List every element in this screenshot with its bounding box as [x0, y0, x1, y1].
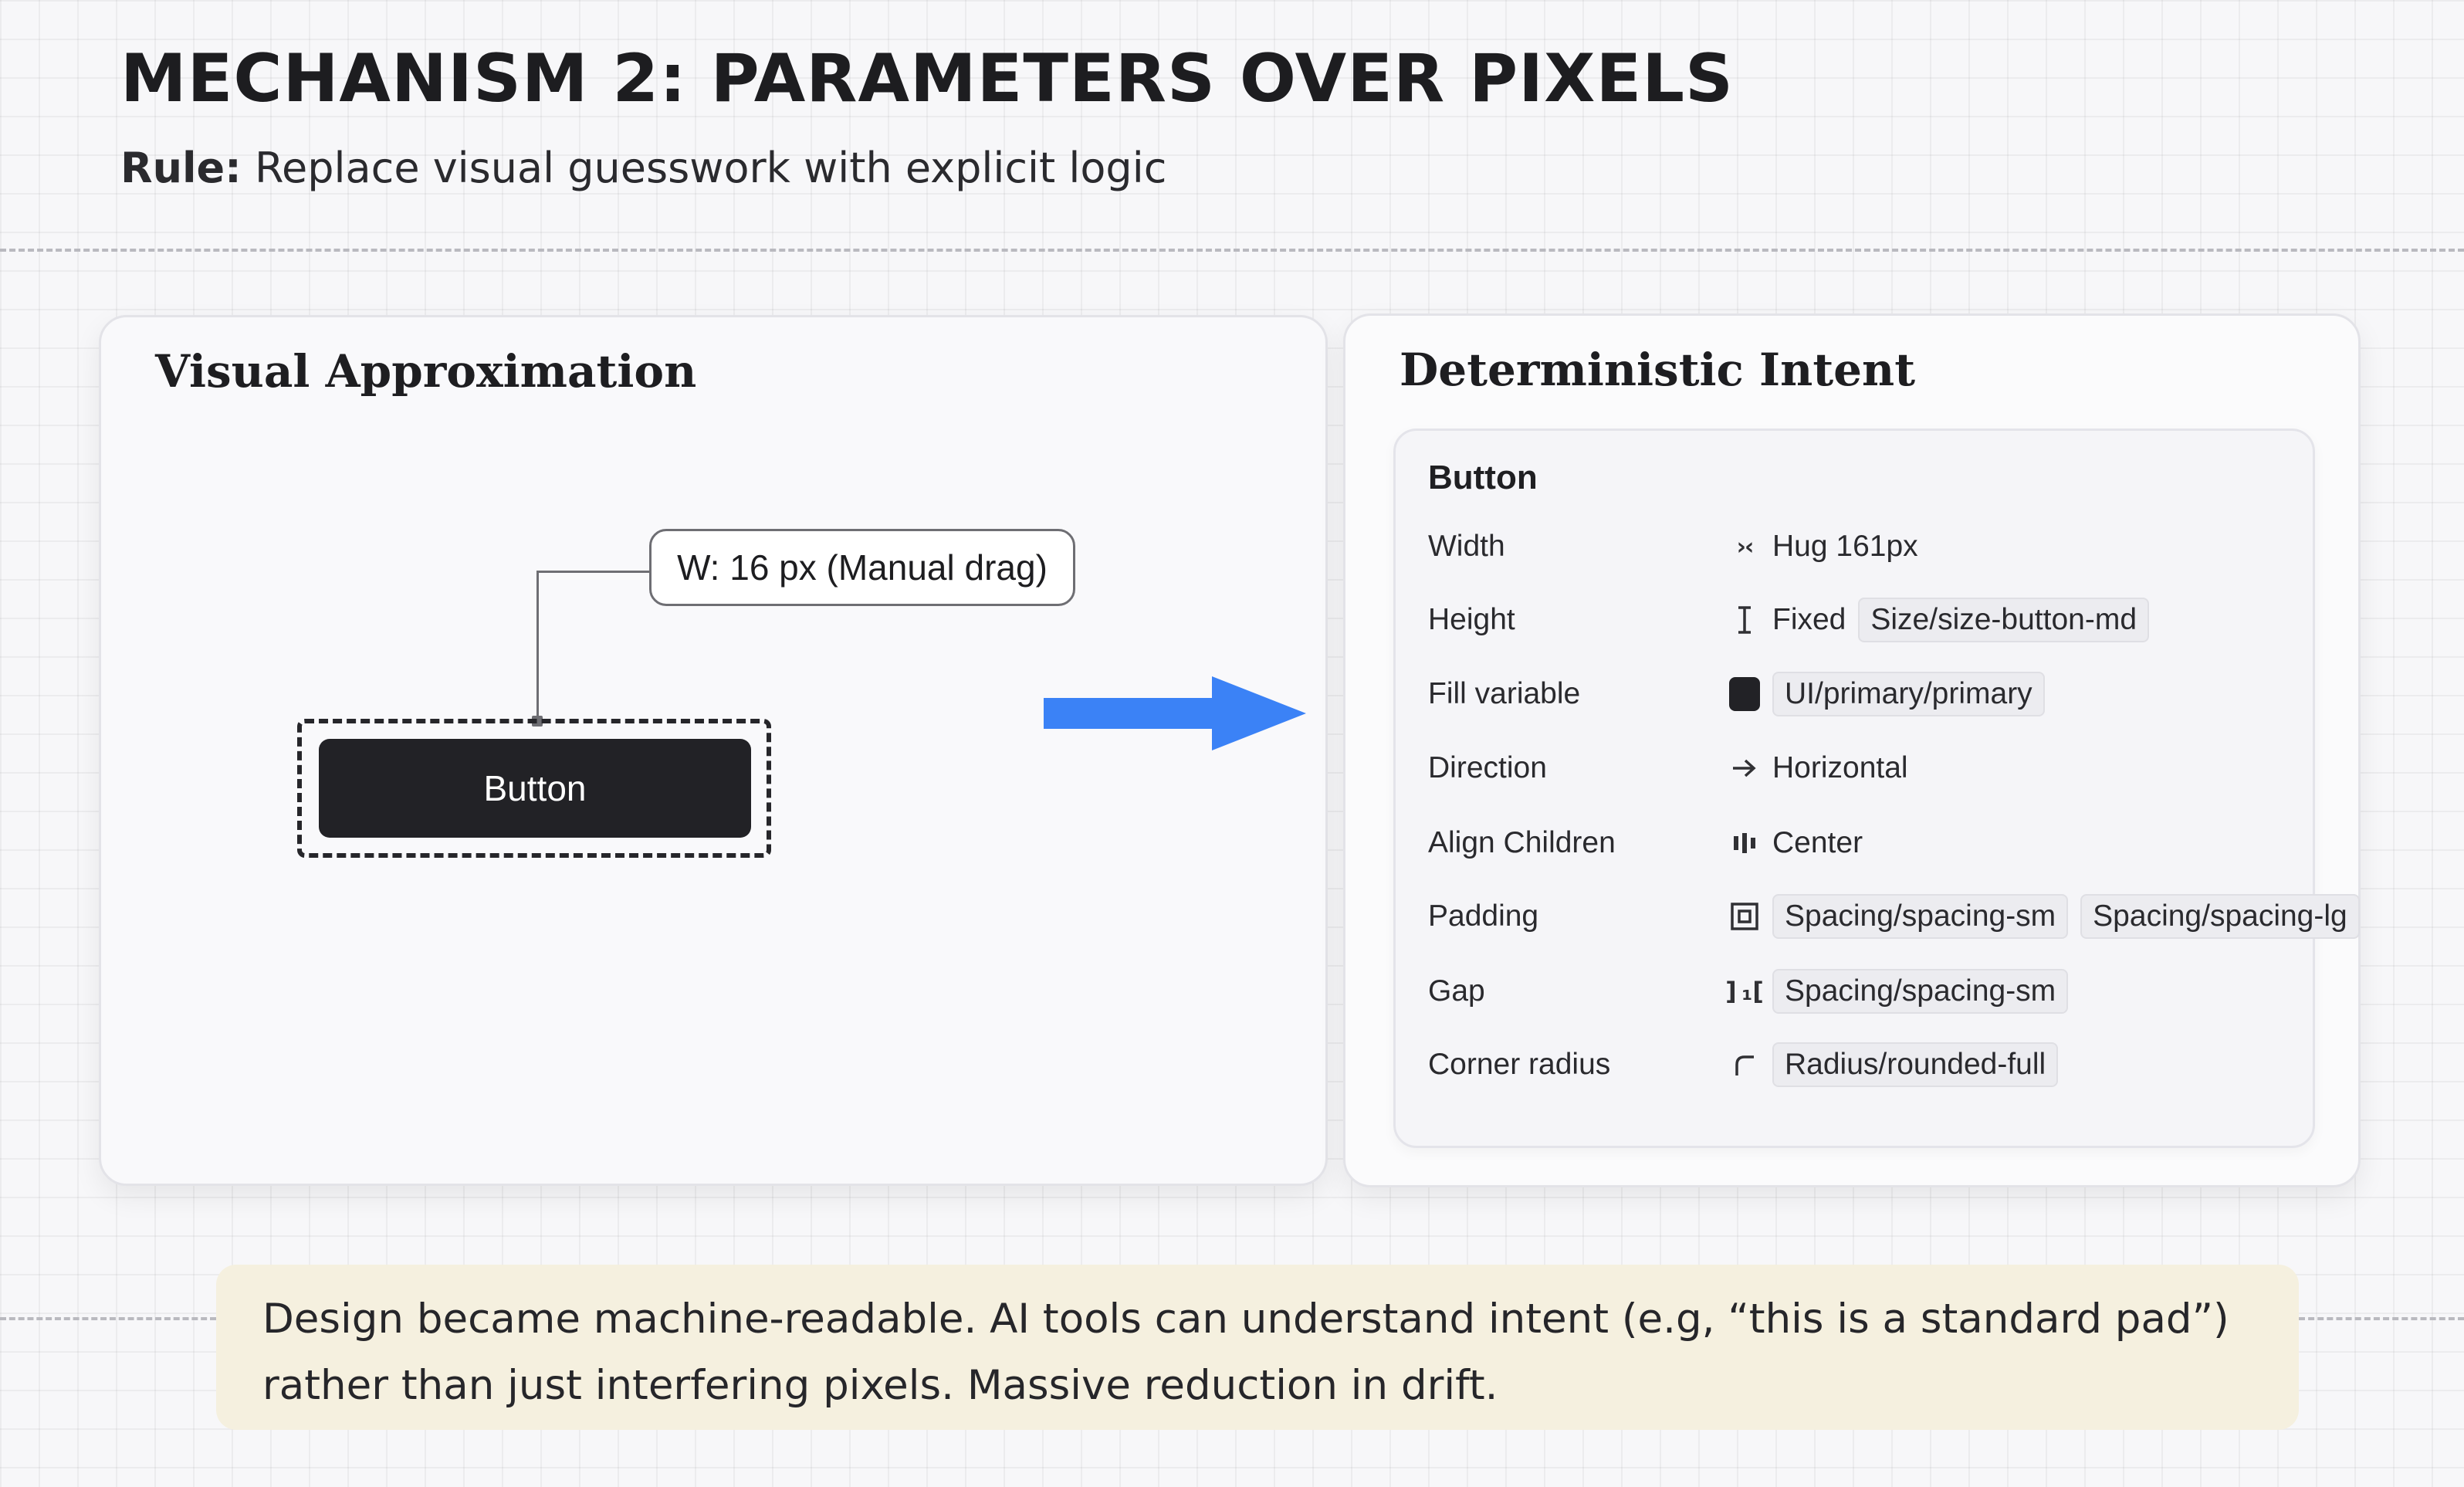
property-value[interactable]: Radius/rounded-full [1729, 1042, 2059, 1088]
property-row-align-children[interactable]: Align Children Center [1428, 820, 2432, 866]
visual-approximation-panel: Visual Approximation W: 16 px (Manual dr… [99, 315, 1328, 1186]
gap-icon: ] ₁[ [1725, 977, 1764, 1006]
property-row-height[interactable]: Height Fixed Size/size-button-md [1428, 597, 2432, 643]
property-value-text: Hug 161px [1772, 530, 1918, 563]
property-value[interactable]: UI/primary/primary [1729, 671, 2045, 717]
variable-token[interactable]: Spacing/spacing-sm [1772, 969, 2069, 1014]
variable-token[interactable]: Spacing/spacing-lg [2080, 894, 2360, 939]
variable-token[interactable]: Size/size-button-md [1858, 598, 2150, 642]
footer-divider-right [2299, 1317, 2464, 1320]
property-label: Height [1428, 603, 1515, 636]
fixed-height-icon [1729, 605, 1760, 635]
panel-title: Visual Approximation [155, 345, 697, 398]
rule-line: Rule: Replace visual guesswork with expl… [120, 144, 1166, 192]
callout-connector [536, 571, 652, 724]
property-row-gap[interactable]: Gap ] ₁[ Spacing/spacing-sm [1428, 968, 2432, 1014]
variable-token[interactable]: UI/primary/primary [1772, 672, 2045, 716]
deterministic-intent-panel: Deterministic Intent Button Width ›‹ Hug 1… [1343, 313, 2361, 1187]
slide-title: MECHANISM 2: PARAMETERS OVER PIXELS [120, 40, 1734, 117]
property-value[interactable]: ›‹ Hug 161px [1729, 523, 1918, 570]
property-row-corner-radius[interactable]: Corner radius Radius/rounded-full [1428, 1042, 2432, 1088]
padding-icon [1729, 901, 1760, 932]
color-swatch-icon [1729, 677, 1760, 711]
hug-width-icon: ›‹ [1736, 533, 1755, 561]
demo-button[interactable]: Button [319, 739, 751, 838]
property-label: Fill variable [1428, 677, 1581, 710]
align-center-icon [1729, 828, 1760, 859]
properties-card-title: Button [1428, 459, 1538, 496]
rule-text: Replace visual guesswork with explicit l… [254, 144, 1167, 192]
property-value[interactable]: Center [1729, 820, 1863, 866]
footer-note: Design became machine-readable. AI tools… [216, 1265, 2299, 1430]
variable-token[interactable]: Spacing/spacing-sm [1772, 894, 2069, 939]
property-row-direction[interactable]: Direction Horizontal [1428, 745, 2432, 791]
property-value[interactable]: Fixed Size/size-button-md [1729, 597, 2150, 643]
property-label: Direction [1428, 751, 1547, 784]
property-value-text: Center [1772, 826, 1863, 859]
property-value-text: Horizontal [1772, 751, 1908, 784]
variable-token[interactable]: Radius/rounded-full [1772, 1042, 2059, 1087]
panel-title: Deterministic Intent [1400, 344, 1915, 396]
width-callout: W: 16 px (Manual drag) [649, 529, 1075, 606]
property-value[interactable]: Horizontal [1729, 745, 1908, 791]
rule-label: Rule: [120, 144, 242, 192]
property-value[interactable]: ] ₁[ Spacing/spacing-sm [1725, 968, 2069, 1014]
property-row-width[interactable]: Width ›‹ Hug 161px [1428, 523, 2432, 570]
property-value-text: Fixed [1772, 603, 1846, 636]
corner-radius-icon [1729, 1049, 1760, 1080]
property-label: Corner radius [1428, 1048, 1611, 1081]
top-divider [0, 249, 2464, 252]
property-label: Align Children [1428, 826, 1616, 859]
property-label: Padding [1428, 899, 1539, 933]
property-label: Gap [1428, 974, 1485, 1008]
property-label: Width [1428, 530, 1505, 563]
selection-frame[interactable] [297, 719, 771, 858]
arrow-right-icon [1044, 676, 1306, 750]
footer-divider-left [0, 1317, 216, 1320]
arrow-right-icon [1729, 753, 1760, 784]
property-row-fill-variable[interactable]: Fill variable UI/primary/primary [1428, 671, 2432, 717]
